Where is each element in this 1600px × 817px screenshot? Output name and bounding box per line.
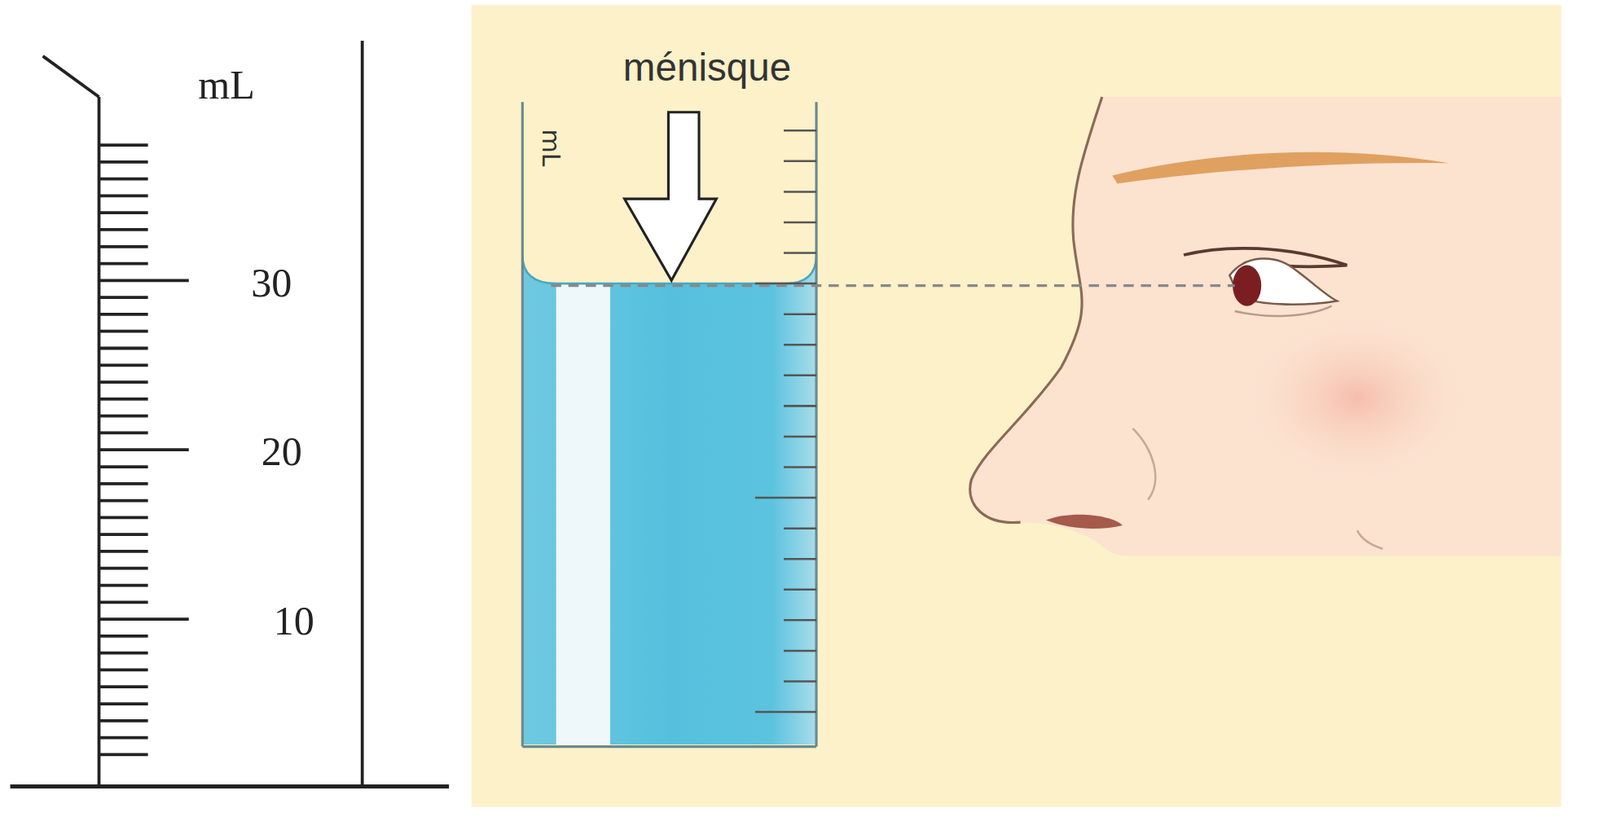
scale-tick	[99, 465, 149, 469]
scale-tick	[99, 262, 149, 266]
cylinder-tick	[783, 374, 817, 378]
scale-drawing	[10, 40, 450, 787]
scale-tick	[99, 752, 149, 757]
scale-tick	[99, 210, 149, 215]
scale-tick	[99, 143, 149, 147]
cylinder-tick	[783, 619, 817, 622]
cylinder-tick	[755, 711, 817, 714]
scale-tick	[99, 702, 149, 706]
cylinder-tick	[783, 160, 817, 163]
scale-tick	[99, 278, 190, 282]
cylinder-tick	[783, 527, 817, 530]
scale-tick	[99, 482, 149, 486]
cylinder-tick	[783, 435, 817, 439]
scale-tick	[99, 160, 149, 164]
cylinder-tick	[755, 282, 817, 286]
scale-tick	[99, 397, 149, 401]
scale-tick	[99, 736, 149, 740]
cylinder-tick	[783, 465, 817, 469]
unit-label: mL	[538, 129, 563, 168]
panel-ground	[471, 4, 1562, 807]
scale-tick	[99, 380, 149, 384]
scale-number: 20	[261, 431, 303, 473]
meniscus-arrow	[624, 112, 717, 282]
graduated-cylinder	[522, 101, 817, 747]
scale-tick	[99, 634, 149, 638]
scale-tick	[99, 228, 149, 232]
scale-tick	[99, 584, 149, 588]
scale-tick	[99, 312, 149, 317]
scale-tick	[99, 431, 149, 436]
scale-tick	[99, 499, 149, 503]
scale-tick	[99, 177, 149, 181]
scale-number: 10	[273, 601, 315, 642]
cylinder-tick	[783, 558, 817, 561]
cylinder-tick	[783, 680, 817, 683]
scale-tick	[99, 448, 190, 452]
scale-tick	[99, 414, 149, 418]
scale-tick	[99, 329, 149, 334]
scale-tick	[99, 515, 149, 519]
face	[970, 96, 1562, 556]
scale-tick	[99, 600, 149, 604]
scale-tick	[99, 685, 149, 689]
scale-tick	[99, 245, 149, 249]
scale-tick	[99, 668, 149, 673]
cylinder-tick	[783, 650, 817, 653]
unit-label: mL	[197, 65, 255, 106]
scale-tick	[99, 651, 149, 655]
cylinder-tick	[783, 251, 817, 255]
scale-tick	[99, 363, 149, 367]
cylinder-tick	[783, 221, 817, 225]
cylinder-tick	[783, 190, 817, 194]
sight-line	[550, 284, 1235, 287]
cylinder-tick	[783, 129, 817, 132]
scale-tick	[99, 347, 149, 351]
meniscus-label: ménisque	[623, 48, 792, 88]
scale-tick	[99, 532, 149, 537]
scale-tick	[99, 617, 190, 621]
scale-tick	[99, 549, 149, 554]
scale-tick	[99, 194, 149, 198]
scale-tick	[99, 719, 149, 723]
cylinder-tick	[783, 404, 817, 408]
cylinder-tick	[783, 312, 817, 316]
scale-tick	[99, 295, 149, 299]
cylinder-tick	[755, 496, 817, 500]
cylinder-tick	[783, 589, 817, 592]
scale-tick	[99, 567, 149, 571]
cylinder-tick	[783, 343, 817, 347]
scale-number: 30	[250, 263, 292, 304]
